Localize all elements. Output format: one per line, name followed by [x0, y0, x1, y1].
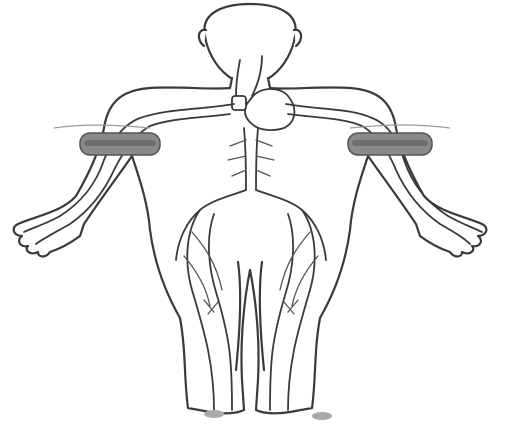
right-cuff-band-stripe [352, 140, 428, 146]
torso-limbs-outline [14, 78, 487, 413]
body-outline [14, 4, 487, 413]
left-foot-mark [204, 410, 224, 418]
head-outline [204, 4, 295, 82]
left-ear-outline [199, 30, 206, 46]
thyroid-shape [232, 96, 246, 110]
right-ear-outline [294, 30, 301, 46]
left-cuff-band-stripe [84, 140, 156, 146]
right-foot-mark [312, 412, 332, 420]
